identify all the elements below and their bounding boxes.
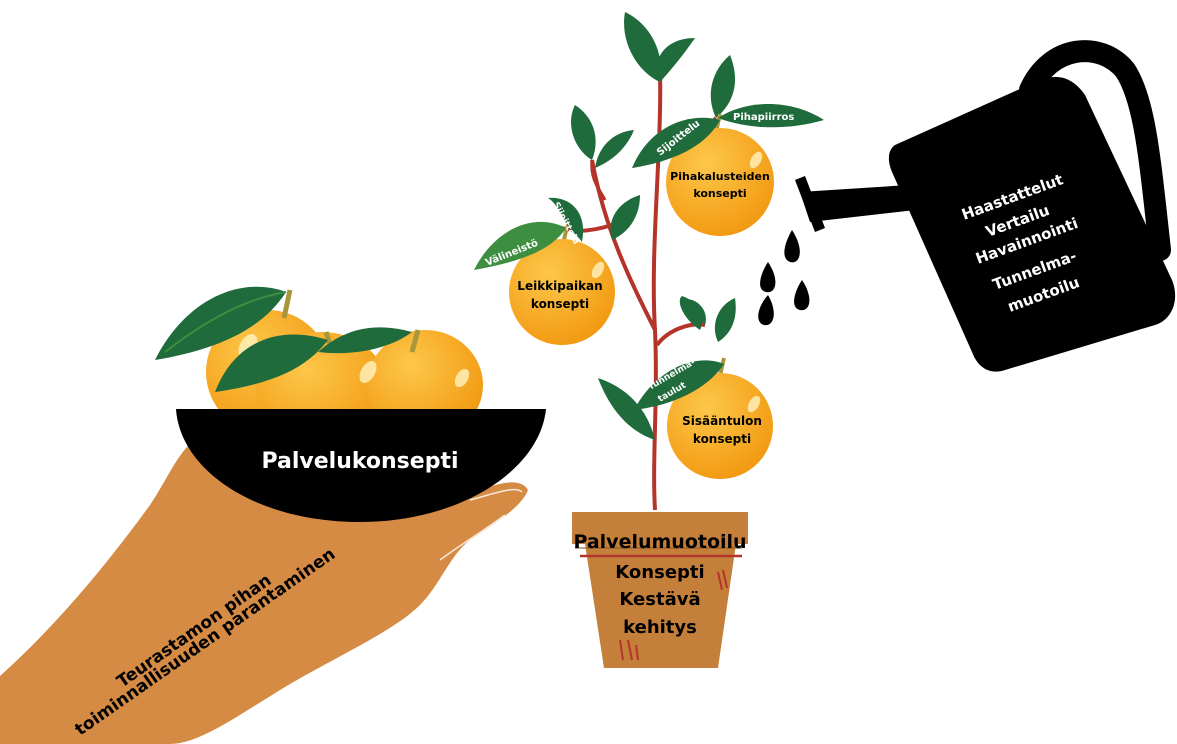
water-drop-icon [758, 295, 774, 326]
water-drop-icon [794, 280, 810, 311]
orange-leikkipaikan: Leikkipaikan konsepti [509, 221, 615, 345]
leaf-icon [595, 130, 634, 168]
plant-leaves [571, 12, 736, 440]
leaf-icon [548, 197, 584, 242]
fruit-label-line1: Leikkipaikan [517, 279, 602, 293]
pot-line1: Palvelumuotoilu [573, 531, 746, 553]
leaf-icon [632, 117, 720, 168]
leaf-pihapiirros: Pihapiirros [718, 104, 824, 128]
orange-icon [509, 239, 615, 345]
fruit-label-line2: konsepti [693, 432, 751, 446]
leaf-icon [718, 104, 824, 128]
leaf-icon [714, 298, 736, 342]
water-drops [758, 230, 810, 326]
bowl-icon: Palvelukonsepti [176, 409, 546, 522]
bowl-label: Palvelukonsepti [261, 449, 458, 474]
fruit-label-line1: Sisääntulon [682, 414, 762, 428]
fruit-label-line1: Pihakalusteiden [670, 170, 770, 183]
watering-can-icon: Haastattelut Vertailu Havainnointi Tunne… [795, 40, 1176, 372]
leaf-icon [155, 286, 286, 360]
water-drop-icon [760, 262, 776, 293]
orange-sisaantulon: Sisääntulon konsepti [667, 357, 773, 479]
pot-icon: Palvelumuotoilu Konsepti Kestävä kehitys [572, 512, 748, 668]
leaf-icon [679, 296, 703, 330]
fruit-label-line2: konsepti [531, 297, 589, 311]
leaf-icon [634, 360, 724, 410]
leaf-icon [610, 195, 640, 240]
orange-icon [666, 128, 774, 236]
pot-line3: Kestävä [619, 589, 700, 610]
leaf-icon [598, 378, 655, 440]
leaf-icon [318, 327, 412, 354]
leaf-label-pihapiirros: Pihapiirros [733, 112, 794, 123]
leaf-icon [215, 334, 328, 392]
water-drop-icon [784, 230, 800, 263]
orange-icon [667, 373, 773, 479]
leaf-icon [624, 12, 662, 82]
pot-line2: Konsepti [615, 562, 704, 583]
leaf-icon [656, 38, 695, 82]
pot-line4: kehitys [623, 617, 697, 638]
leaf-icon [571, 105, 596, 160]
leaf-icon [474, 221, 566, 270]
orange-pihakalusteiden: Pihakalusteiden konsepti [666, 113, 774, 236]
leaf-icon [710, 55, 736, 118]
fruit-label-line2: konsepti [693, 187, 746, 200]
